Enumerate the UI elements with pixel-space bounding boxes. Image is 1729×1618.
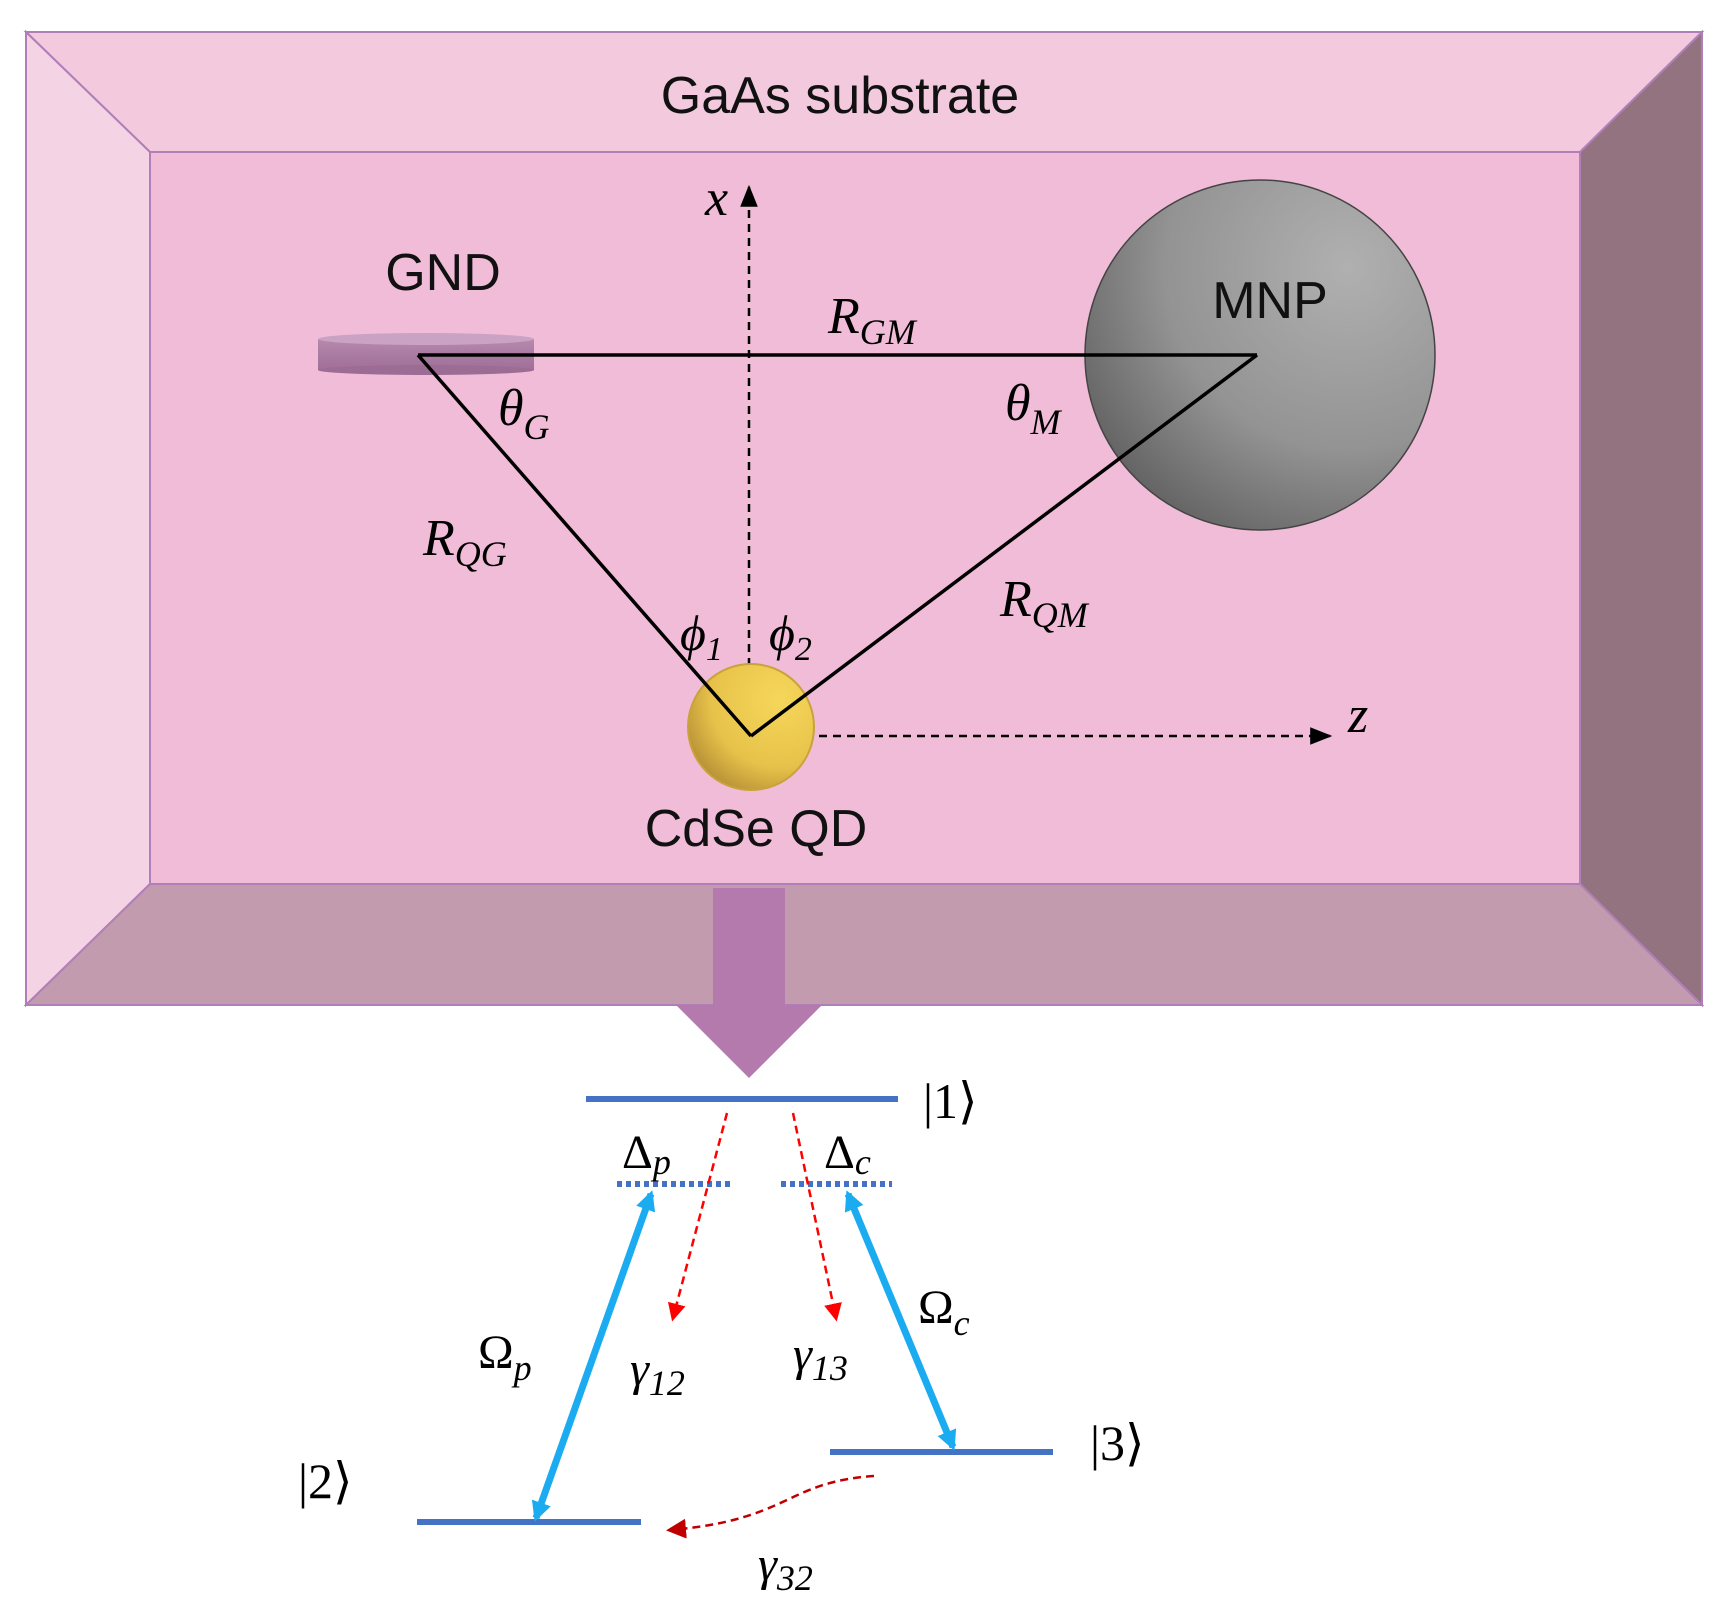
decay-32-arrow xyxy=(666,1474,875,1539)
gamma-12-label: γ12 xyxy=(630,1343,685,1403)
gamma-13-label: γ13 xyxy=(793,1328,848,1388)
delta-p-label: Δp xyxy=(622,1126,671,1182)
zoom-arrow xyxy=(676,888,822,1078)
line-gnd-qd xyxy=(416,353,753,738)
geometry-triangle xyxy=(416,353,1259,738)
omega-p-label: Ωp xyxy=(478,1326,532,1388)
omega-c-label: Ωc xyxy=(918,1281,970,1343)
r-gm-label: RGM xyxy=(827,288,918,352)
theta-m-label: θM xyxy=(1005,375,1063,442)
substrate-right-bevel xyxy=(1579,29,1703,1008)
substrate-left-bevel xyxy=(25,29,151,1008)
theta-g-label: θG xyxy=(498,380,550,447)
gamma-32-label: γ32 xyxy=(758,1538,813,1598)
decay-13-arrow xyxy=(791,1112,842,1322)
r-qg-label: RQG xyxy=(422,510,507,574)
decay-12-arrow xyxy=(667,1112,729,1322)
r-qm-label: RQM xyxy=(999,571,1090,635)
mnp-label: MNP xyxy=(1212,272,1328,330)
qd-label: CdSe QD xyxy=(645,800,868,858)
probe-rabi-arrow xyxy=(531,1190,656,1522)
phi-1-label: ϕ1 xyxy=(680,605,723,668)
coupling-rabi-arrow xyxy=(844,1190,957,1451)
line-qd-mnp xyxy=(749,353,1259,738)
state-2-label: |2⟩ xyxy=(298,1453,353,1509)
energy-levels xyxy=(417,1096,1053,1525)
qd-sphere xyxy=(687,663,815,791)
gaas-substrate xyxy=(23,29,1705,1008)
substrate-label: GaAs substrate xyxy=(661,67,1019,125)
gnd-label: GND xyxy=(385,244,501,302)
x-axis-label: x xyxy=(704,170,728,227)
z-axis-label: z xyxy=(1347,687,1368,744)
substrate-bottom-bevel xyxy=(23,883,1705,1006)
state-3-label: |3⟩ xyxy=(1090,1415,1145,1471)
phi-2-label: ϕ2 xyxy=(769,605,812,668)
delta-c-label: Δc xyxy=(824,1126,871,1182)
state-1-label: |1⟩ xyxy=(923,1073,978,1129)
